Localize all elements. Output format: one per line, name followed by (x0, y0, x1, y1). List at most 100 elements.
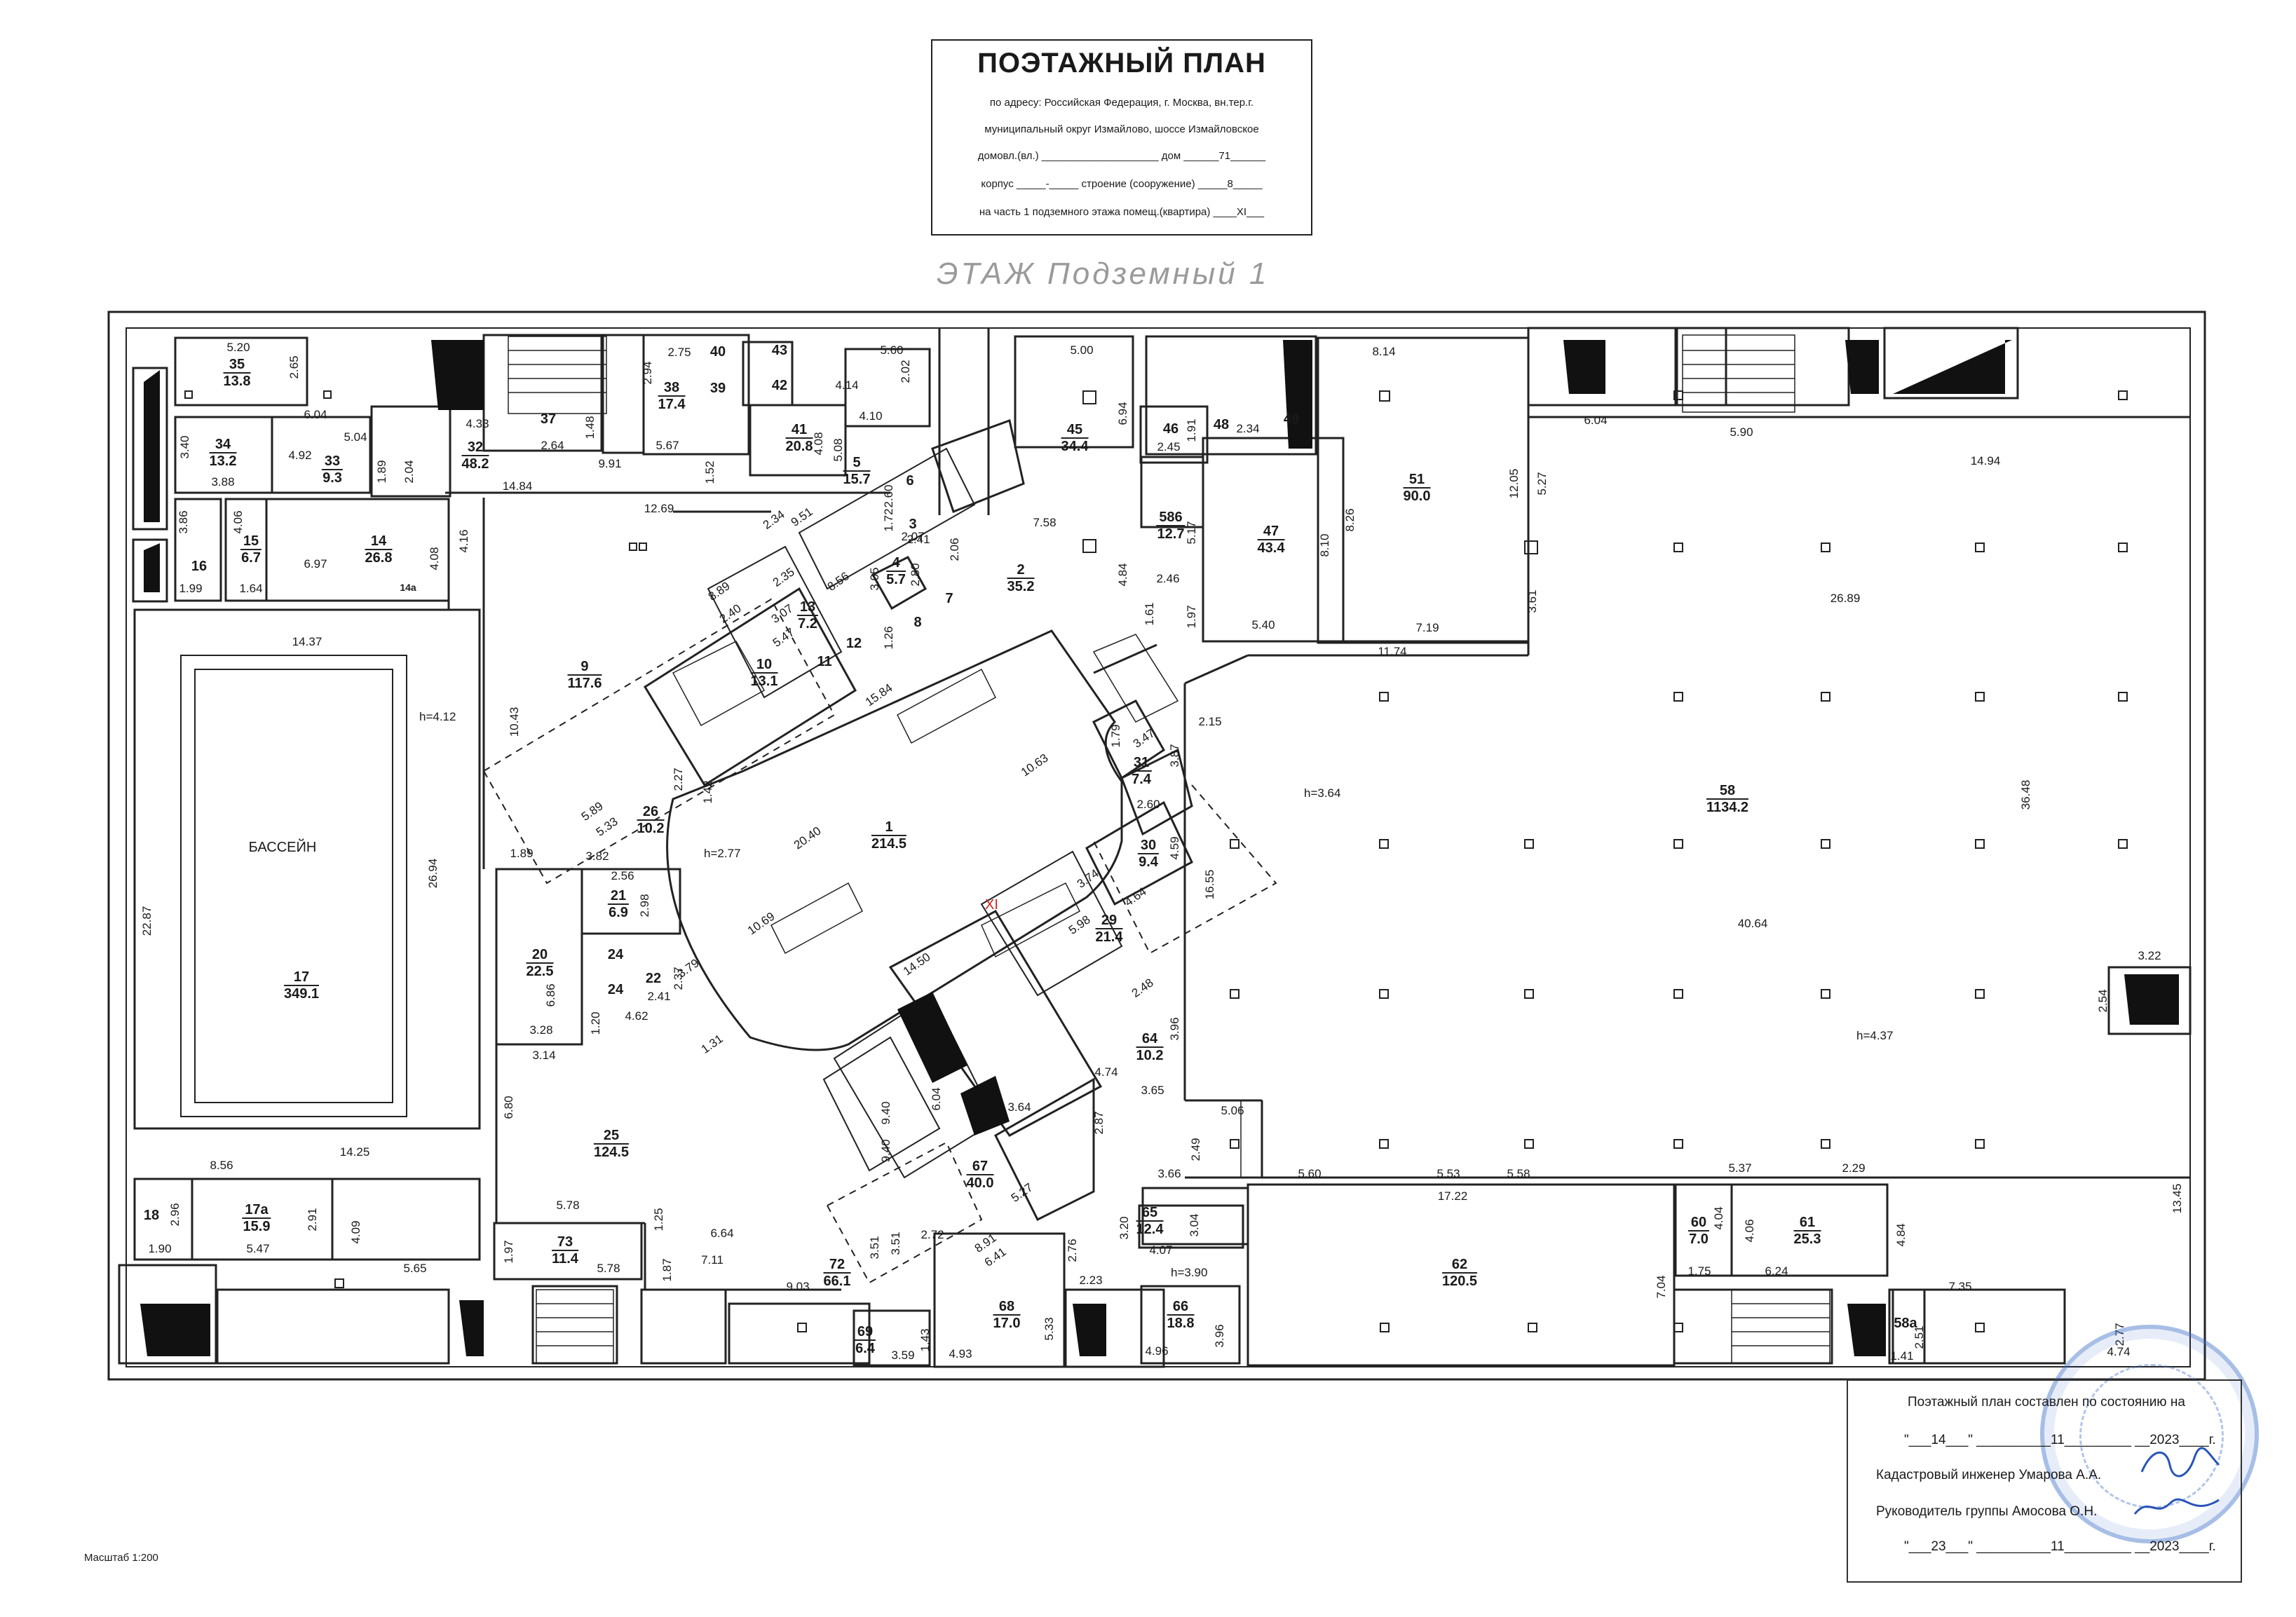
dimension: 4.92 (288, 449, 312, 462)
pool-label: БАССЕЙН (248, 840, 317, 855)
dimension: 11.74 (1378, 645, 1407, 658)
dimension: 5.33 (1042, 1317, 1056, 1341)
dimension: 1.42 (701, 780, 714, 804)
survey-date-caption: Поэтажный план составлен по состоянию на (1908, 1395, 2185, 1410)
room-14a: 14а (400, 582, 416, 593)
survey-date: "___14___" __________11_________ __2023_… (1904, 1433, 2216, 1447)
dimension: 5.78 (556, 1199, 580, 1212)
dimension: 1.90 (148, 1242, 172, 1255)
dimension: 9.91 (598, 457, 622, 470)
dimension: 1.43 (918, 1328, 932, 1352)
dimension: 1.20 (589, 1011, 602, 1035)
dimension: 5.06 (1221, 1104, 1244, 1117)
premises-number: XI (985, 897, 998, 913)
dimension: 14.94 (1970, 454, 2001, 468)
dimension: 3.28 (529, 1023, 553, 1037)
dimension: 2.34 (1236, 422, 1260, 435)
dimension: 14.37 (292, 635, 322, 648)
room-37: 37 (540, 411, 557, 427)
room-43: 43 (771, 343, 788, 358)
dimension: 6.64 (710, 1227, 734, 1240)
dimension: 2.60 (882, 484, 895, 508)
dimension: 5.04 (344, 430, 367, 444)
dimension: 2.46 (1156, 572, 1180, 585)
dimension: 3.51 (868, 1236, 881, 1260)
dimension: 4.08 (812, 432, 825, 456)
dimension: 2.96 (168, 1203, 182, 1227)
cadastral-engineer: Кадастровый инженер Умарова А.А. (1876, 1468, 2102, 1482)
dimension: 3.65 (1141, 1084, 1164, 1097)
room-11: 11 (817, 654, 832, 669)
dimension: 4.06 (231, 510, 245, 534)
dimension: 1.97 (502, 1240, 515, 1264)
dimension: 8.14 (1372, 345, 1396, 358)
dimension: 2.65 (287, 355, 301, 379)
dimension: 6.04 (1584, 414, 1608, 427)
dimension: 14.25 (339, 1145, 370, 1159)
dimension: 6.04 (930, 1087, 943, 1111)
dimension: 4.16 (457, 529, 470, 553)
dimension: 1.52 (703, 460, 716, 484)
room-39: 39 (709, 381, 726, 396)
dimension: 2.02 (899, 360, 912, 383)
dimension: 2.45 (1157, 440, 1181, 453)
dimension: 1.97 (1185, 605, 1198, 629)
dimension: 3.96 (1168, 1017, 1181, 1041)
dimension: 9.03 (786, 1280, 810, 1293)
dimension: 2.60 (1136, 798, 1160, 811)
ceiling-height-66: h=3.90 (1171, 1266, 1208, 1279)
dimension: 4.59 (1168, 836, 1181, 860)
dimension: 4.96 (1145, 1344, 1169, 1358)
dimension: 8.56 (210, 1159, 233, 1172)
dimension: 4.04 (1712, 1206, 1725, 1230)
dimension: 5.90 (1730, 425, 1753, 439)
engineer-signature (2140, 1447, 2220, 1478)
room-24-upper: 24 (607, 947, 624, 962)
dimension: 2.91 (306, 1208, 319, 1231)
dimension: 36.48 (2019, 779, 2032, 810)
room-6: 6 (906, 473, 914, 489)
dimension: 3.88 (211, 475, 235, 489)
room-46: 46 (1162, 421, 1179, 437)
dimension: 3.05 (868, 567, 881, 591)
dimension: 12.69 (644, 502, 674, 515)
dimension: 1.79 (1109, 724, 1122, 748)
dimension: 6.94 (1116, 402, 1129, 425)
dimension: 3.64 (1007, 1100, 1031, 1114)
room-42: 42 (771, 378, 788, 393)
dimension: 1.61 (1143, 602, 1156, 626)
dimension: 2.51 (1913, 1325, 1926, 1349)
dimension: 3.61 (1526, 589, 1539, 613)
dimension: 3.87 (1168, 744, 1181, 767)
room-40: 40 (709, 344, 726, 360)
dimension: 1.91 (1185, 418, 1198, 442)
room-7: 7 (945, 591, 953, 606)
room-48: 48 (1213, 417, 1230, 432)
dimension: 6.80 (502, 1096, 515, 1119)
dimension: 5.78 (597, 1262, 620, 1275)
dimension: 7.19 (1415, 621, 1439, 634)
dimension: 2.87 (1092, 1111, 1106, 1135)
dimension: 2.54 (2096, 989, 2110, 1013)
dimension: 3.40 (178, 435, 191, 459)
ceiling-height-hall: h=2.77 (704, 847, 741, 860)
